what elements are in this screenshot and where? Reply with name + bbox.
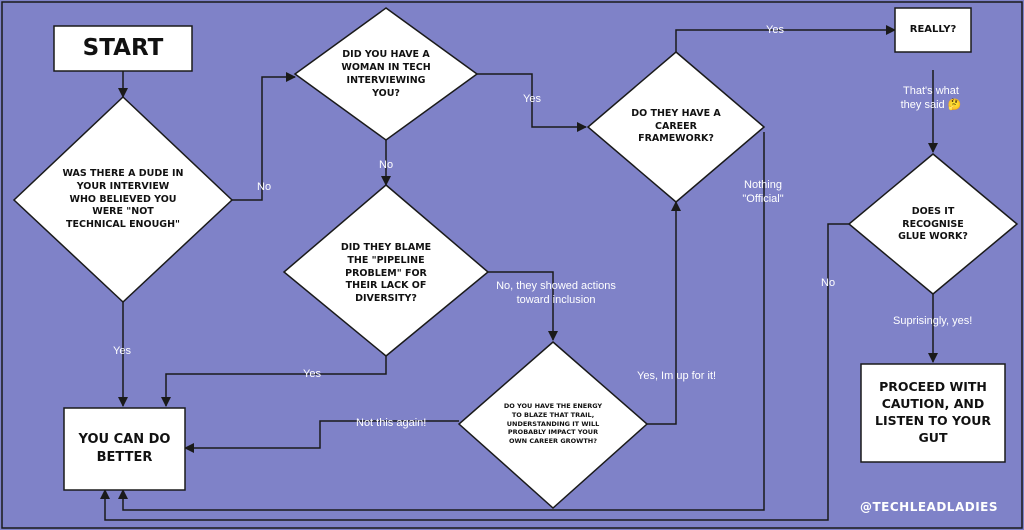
- glue-diamond: [847, 153, 1019, 295]
- edge-dude-no: [232, 72, 296, 201]
- edge-energy-no: [184, 420, 459, 453]
- glue-question-label: Does it recognise glue work?: [898, 205, 968, 243]
- edge-label-dude-no: No: [257, 181, 272, 193]
- edge-framework-yes: [675, 25, 896, 52]
- really-box: [894, 7, 972, 53]
- can-do-better-label: You can do better: [78, 432, 171, 465]
- energy-question-label: Do you have the energy to blaze that tra…: [503, 402, 603, 446]
- pipeline-diamond: [282, 184, 490, 357]
- edge-label-woman-no: No: [379, 159, 394, 171]
- edge-label-woman-yes: Yes: [523, 93, 541, 105]
- edge-energy-yes: [647, 201, 681, 425]
- proceed-box: [860, 363, 1006, 463]
- edge-label-dude-yes: Yes: [113, 345, 131, 357]
- edge-label-framework-yes: Yes: [766, 24, 784, 36]
- edge-woman-yes: [477, 73, 587, 132]
- dude-diamond: [12, 95, 234, 304]
- edge-label-framework-nothing: Nothing "Official": [742, 179, 784, 206]
- footer-handle: @TECHLEADLADIES: [859, 500, 998, 514]
- edge-label-really-answer: That's what they said 🤔: [900, 85, 962, 112]
- start-label: START: [82, 34, 164, 61]
- edge-label-pipeline-yes: Yes: [303, 368, 321, 380]
- edge-pipeline-yes: [161, 356, 387, 407]
- edge-pipeline-no: [488, 271, 558, 341]
- pipeline-question-label: Did they blame the "pipeline problem" fo…: [340, 241, 432, 305]
- edge-label-energy-yes: Yes, Im up for it!: [637, 370, 717, 382]
- start-box: [53, 25, 193, 72]
- framework-diamond: [586, 51, 766, 203]
- energy-diamond: [457, 341, 649, 510]
- woman-diamond: [293, 7, 479, 141]
- dude-question-label: Was there a dude in your interview who b…: [62, 167, 184, 231]
- proceed-label: Proceed with caution, and listen to your…: [874, 379, 991, 445]
- edge-label-glue-no: No: [821, 277, 836, 289]
- woman-question-label: Did you have a woman in tech interviewin…: [341, 49, 431, 99]
- framework-question-label: Do they have a career framework?: [631, 107, 721, 145]
- edge-label-glue-yes: Suprisingly, yes!: [893, 315, 973, 327]
- edge-label-pipeline-no: No, they showed actions toward inclusion: [496, 280, 616, 307]
- edge-framework-nothing: [118, 132, 765, 511]
- edge-label-energy-no: Not this again!: [356, 417, 427, 429]
- edge-glue-no: [100, 223, 849, 521]
- really-label: really?: [909, 24, 957, 36]
- can-do-better-box: [63, 407, 186, 491]
